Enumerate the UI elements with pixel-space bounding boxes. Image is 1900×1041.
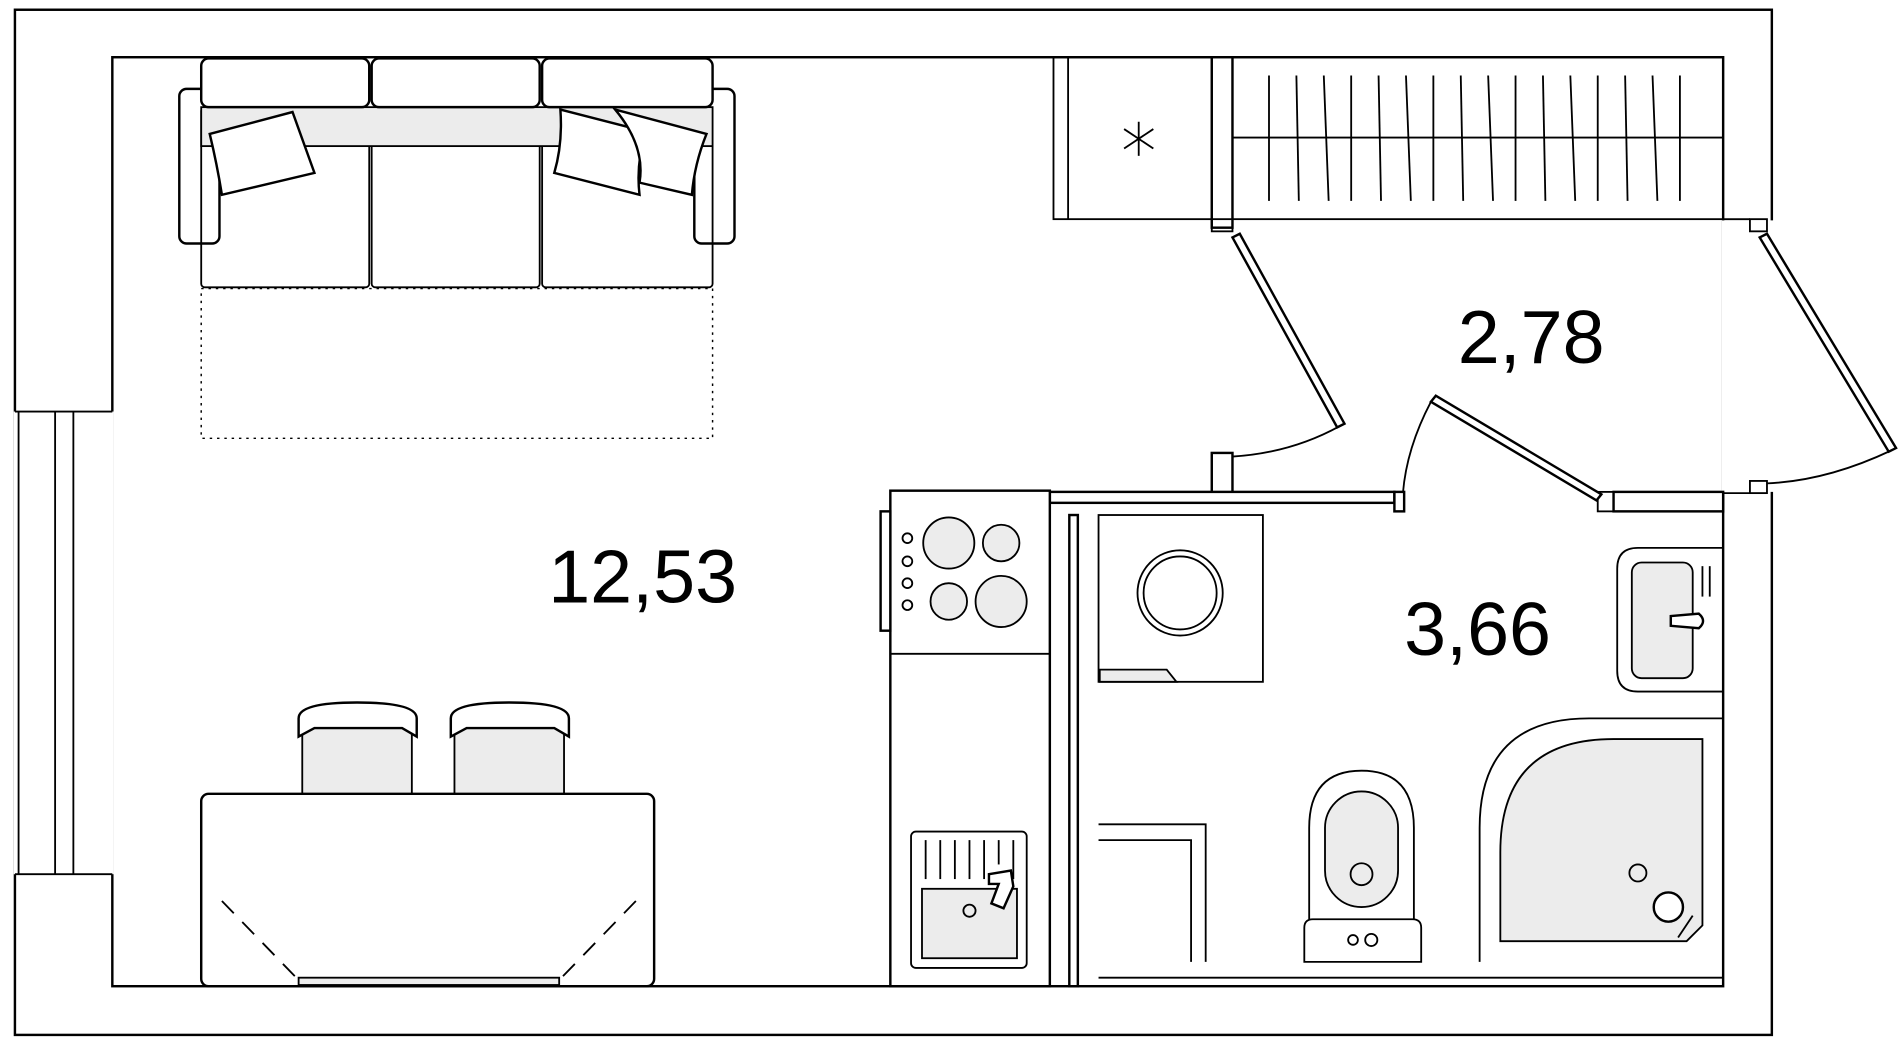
shower: [1478, 717, 1724, 962]
room-area-hallway: 2,78: [1458, 295, 1605, 379]
toilet: [1303, 769, 1423, 963]
hanger-line: [1459, 75, 1465, 201]
bathroom-walls: [1048, 490, 1725, 988]
hanger-line: [1569, 75, 1577, 201]
hanger-line: [1487, 75, 1494, 201]
chair: [297, 701, 418, 796]
hanger-line: [1295, 75, 1300, 201]
hall-door[interactable]: [1210, 232, 1347, 495]
hanger-line: [1542, 75, 1547, 201]
washing-machine: [1097, 514, 1264, 683]
room-area-living: 12,53: [548, 535, 737, 619]
asterisk-icon: [1123, 121, 1154, 156]
stove: [901, 516, 1028, 628]
hanger-line: [1651, 75, 1659, 201]
sofa: [178, 57, 736, 289]
room-area-bathroom: 3,66: [1404, 587, 1551, 671]
bathroom-sink: [1616, 546, 1724, 693]
hanger-line: [1322, 75, 1330, 201]
hanger-line: [1377, 75, 1382, 201]
chair: [449, 701, 571, 796]
rug: [200, 287, 714, 440]
kitchen-sink: [910, 830, 1028, 969]
bathroom-door[interactable]: [1402, 394, 1604, 502]
hanger-line: [1405, 75, 1412, 201]
entrance-door[interactable]: [1721, 218, 1898, 495]
wardrobe: [1231, 56, 1725, 221]
hanger-line: [1624, 75, 1629, 201]
cabinet: [1098, 823, 1207, 962]
dining-table: [199, 792, 656, 988]
left-window: [13, 410, 114, 876]
